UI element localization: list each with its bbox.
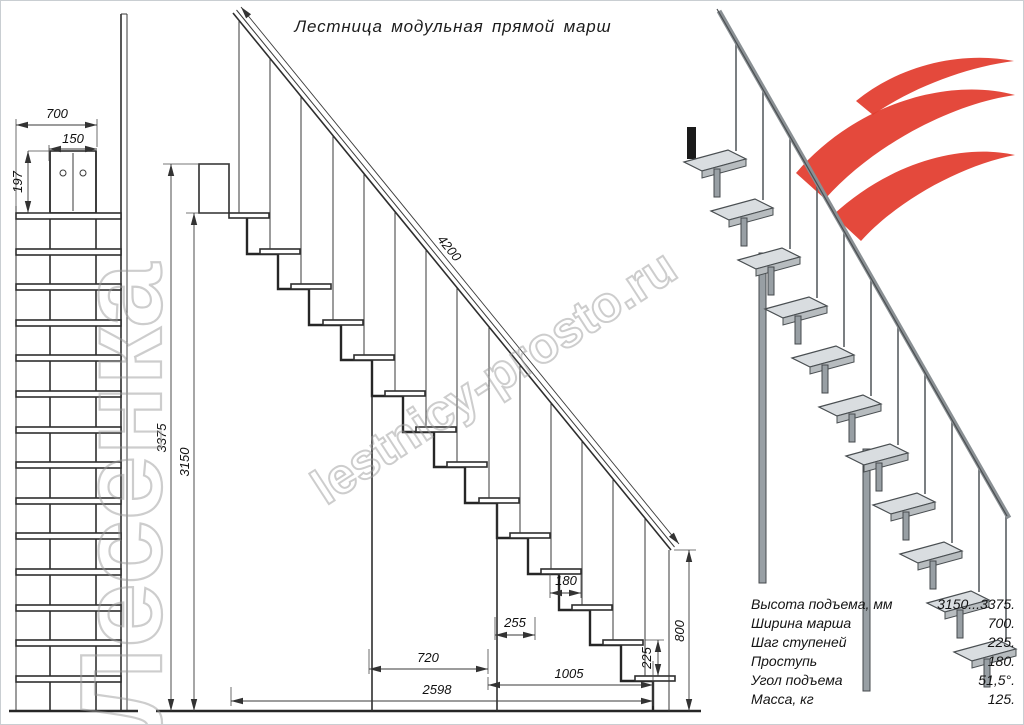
dim-255-label: 255 <box>503 615 526 630</box>
dim-3375-label: 3375 <box>154 423 169 453</box>
dim-2598-label: 2598 <box>422 682 453 697</box>
spec-row-width: Ширина марша 700. <box>751 614 1015 633</box>
spec-row-angle: Угол подъема 51,5°. <box>751 671 1015 690</box>
spec-row-height: Высота подъема, мм 3150...3375. <box>751 595 1015 614</box>
spec-value: 700. <box>987 615 1015 631</box>
watermark-brand: Лесенка <box>56 261 186 725</box>
upper-floor-block <box>198 163 230 214</box>
dim-700-label: 700 <box>46 106 68 121</box>
spec-row-step: Шаг ступеней 225. <box>751 633 1015 652</box>
dim-3150-label: 3150 <box>177 447 192 477</box>
dim-800-label: 800 <box>672 619 687 641</box>
dim-225-label: 225 <box>639 646 654 669</box>
spec-row-mass: Масса, кг 125. <box>751 690 1015 709</box>
spec-table: Высота подъема, мм 3150...3375. Ширина м… <box>751 595 1015 709</box>
spec-value: 125. <box>987 691 1015 707</box>
dim-1005-label: 1005 <box>555 666 585 681</box>
dim-197-label: 197 <box>10 170 25 192</box>
spec-label: Угол подъема <box>751 672 843 688</box>
side-view: 3375 3150 4200 180 255 720 1005 2598 <box>154 6 701 713</box>
spec-label: Шаг ступеней <box>751 634 847 650</box>
drawing-title: Лестница модульная прямой марш <box>294 17 612 36</box>
watermark-site-url: lestnicy-prosto.ru <box>301 238 686 515</box>
iso-view <box>682 8 1018 692</box>
iso-handrail <box>716 9 1012 520</box>
spec-value: 225. <box>987 634 1015 650</box>
dim-line-4200 <box>240 6 680 545</box>
iso-support-post <box>862 448 871 692</box>
spec-value: 180. <box>987 653 1015 669</box>
spec-label: Ширина марша <box>751 615 852 631</box>
brand-logo-swoosh <box>796 57 1015 241</box>
spec-label: Высота подъема, мм <box>751 596 893 612</box>
spec-value: 3150...3375. <box>937 596 1015 612</box>
dim-720-label: 720 <box>417 650 439 665</box>
dim-150-label: 150 <box>62 131 84 146</box>
dim-4200-label: 4200 <box>435 232 465 264</box>
spec-label: Масса, кг <box>751 691 814 707</box>
spec-value: 51,5°. <box>978 672 1015 688</box>
front-treads <box>15 212 122 683</box>
front-view: 700 150 197 <box>9 13 138 713</box>
iso-treads <box>682 149 1018 688</box>
iso-support-post <box>758 252 767 584</box>
dim-180-label: 180 <box>555 573 577 588</box>
spec-label: Проступь <box>751 653 818 669</box>
iso-balusters <box>735 41 1007 641</box>
wall-bracket <box>687 127 696 159</box>
spec-row-tread: Проступь 180. <box>751 652 1015 671</box>
